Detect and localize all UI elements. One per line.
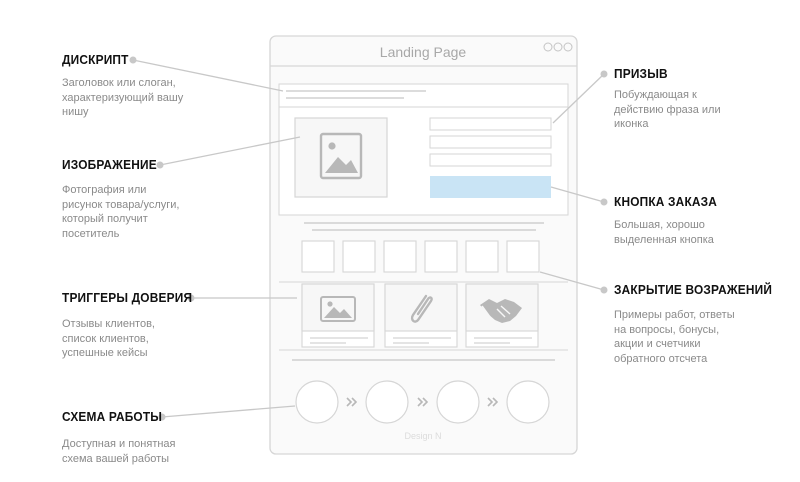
mockup-footer: Design N — [404, 431, 441, 441]
feature-tile — [301, 240, 335, 273]
annotation-title: ТРИГГЕРЫ ДОВЕРИЯ — [62, 291, 193, 305]
double-chevron-right-icon — [346, 397, 358, 407]
annotation-description: Большая, хорошо выделенная кнопка — [614, 219, 714, 246]
feature-tile — [424, 240, 458, 273]
annotation-title: ПРИЗЫВ — [614, 67, 668, 81]
feature-tile — [465, 240, 499, 273]
annotation-description: Примеры работ, ответы на вопросы, бонусы… — [614, 309, 735, 365]
leader-cta — [552, 73, 605, 124]
window-control-circle — [563, 42, 573, 52]
header-block — [278, 83, 569, 108]
paperclip-icon — [410, 294, 433, 323]
leader-dot — [600, 286, 608, 294]
leader-dot — [600, 198, 608, 206]
leader-order — [550, 186, 605, 203]
leader-image — [159, 136, 301, 166]
section-hero — [278, 106, 569, 216]
window-control-circle — [543, 42, 553, 52]
annotation-title: КНОПКА ЗАКАЗА — [614, 195, 718, 209]
workflow-step — [295, 380, 339, 424]
leader-descript — [132, 59, 284, 92]
workflow-step — [365, 380, 409, 424]
handshake-icon — [480, 299, 522, 323]
annotation-description: Заголовок или слоган, характеризующий ва… — [62, 77, 184, 118]
hero-image-placeholder — [294, 117, 388, 198]
leader-scheme — [161, 405, 296, 418]
annotation-title: ИЗОБРАЖЕНИЕ — [62, 158, 157, 172]
feature-tile — [383, 240, 417, 273]
leader-dot — [129, 56, 137, 64]
window-title: Landing Page — [380, 44, 467, 60]
leader-lines — [129, 56, 608, 421]
window-controls — [543, 42, 573, 52]
section-cases — [301, 283, 539, 348]
leader-dot — [158, 413, 166, 421]
annotation-title: ЗАКРЫТИЕ ВОЗРАЖЕНИЙ — [614, 283, 773, 297]
leader-dot — [600, 70, 608, 78]
double-chevron-right-icon — [487, 397, 499, 407]
leader-dot — [156, 161, 164, 169]
window-control-circle — [553, 42, 563, 52]
form-field — [429, 153, 552, 167]
feature-tile — [506, 240, 540, 273]
form-field — [429, 117, 552, 131]
order-button-mock — [430, 176, 551, 198]
annotation-description: Побуждающая к действию фраза или иконка — [614, 89, 721, 130]
annotation-description: Фотография или рисунок товара/услуги, ко… — [62, 184, 180, 240]
leader-objections — [539, 271, 605, 291]
section-workflow: Design N — [279, 349, 568, 441]
annotation-title: ДИСКРИПТ — [62, 53, 129, 67]
image-icon — [319, 132, 363, 180]
annotation-title: СХЕМА РАБОТЫ — [62, 410, 163, 424]
form-field — [429, 135, 552, 149]
image-icon — [320, 296, 356, 322]
case-card-media — [301, 283, 375, 332]
leader-dot — [187, 294, 195, 302]
feature-tile — [342, 240, 376, 273]
annotation-description: Доступная и понятная схема вашей работы — [62, 438, 176, 465]
section-features — [279, 222, 568, 283]
annotation-description: Отзывы клиентов, список клиентов, успешн… — [62, 318, 155, 359]
workflow-step — [436, 380, 480, 424]
section-header — [278, 83, 569, 108]
workflow-step — [506, 380, 550, 424]
double-chevron-right-icon — [417, 397, 429, 407]
